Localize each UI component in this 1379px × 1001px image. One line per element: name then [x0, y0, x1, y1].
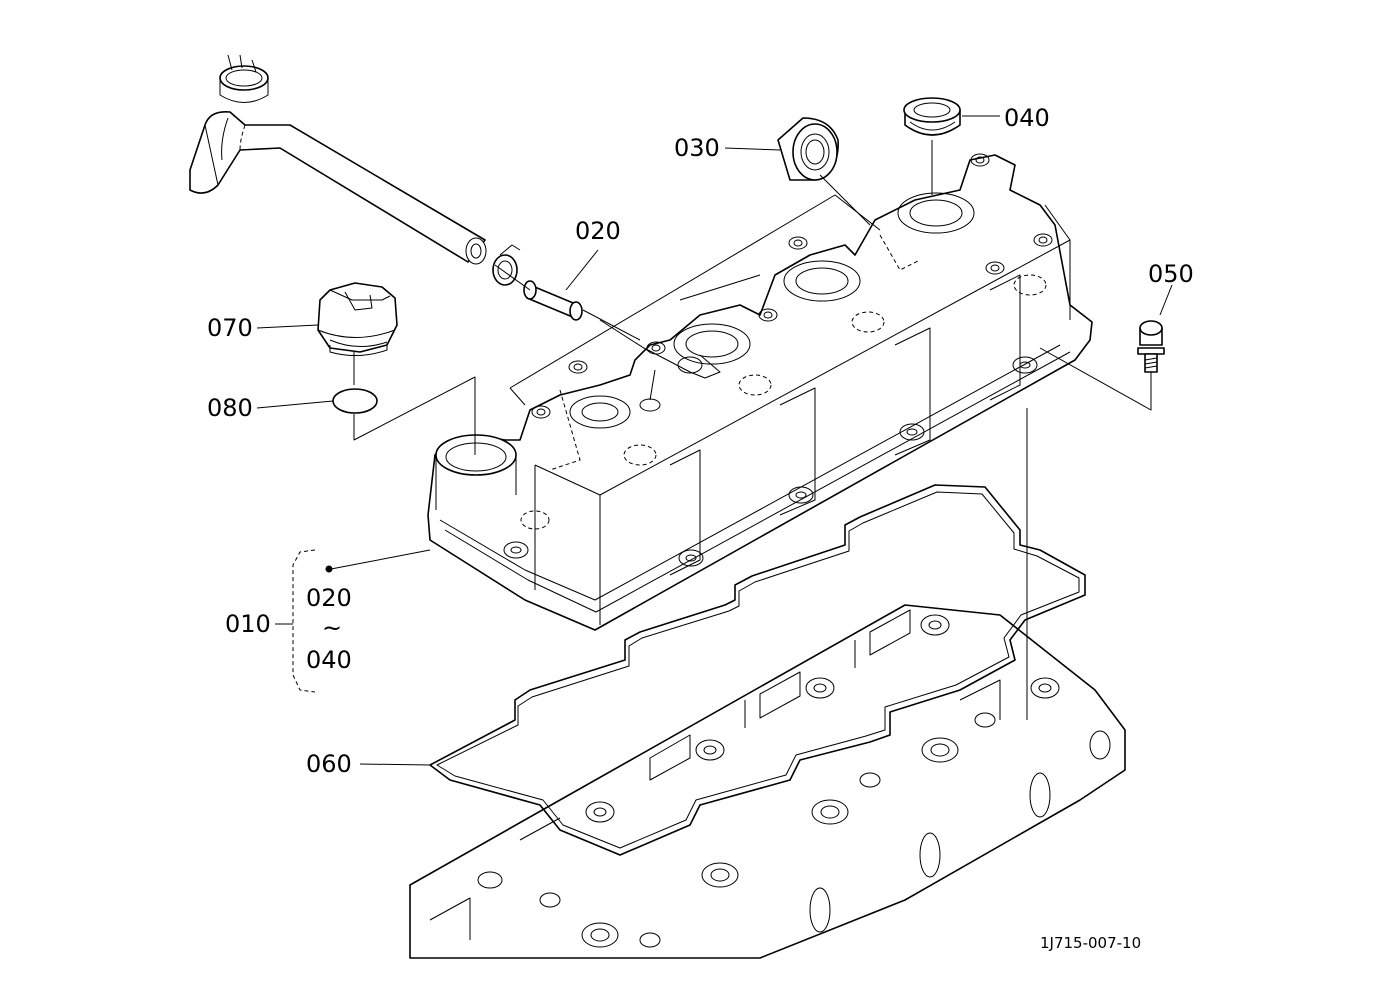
label-070: 070	[207, 314, 253, 342]
hose-clamp-top	[219, 54, 269, 103]
label-050: 050	[1148, 260, 1194, 288]
rocker-cover-010	[427, 153, 1093, 631]
label-020: 020	[575, 217, 621, 245]
label-030: 030	[674, 134, 720, 162]
label-040: 040	[1004, 104, 1050, 132]
gasket-060	[429, 484, 1086, 856]
label-060: 060	[306, 750, 352, 778]
bolt-050	[1137, 320, 1165, 373]
leader-lines	[256, 115, 1173, 766]
assembly-tilde: ~	[322, 614, 342, 642]
drawing-code: 1J715-007-10	[1040, 934, 1141, 952]
seal-030	[777, 117, 839, 181]
pipe-020	[523, 280, 641, 341]
seal-040	[903, 97, 961, 136]
oil-cap-070	[317, 282, 398, 356]
label-010: 010	[225, 610, 271, 638]
breather-hose	[189, 110, 487, 265]
assembly-to: 040	[306, 646, 352, 674]
assembly-bracket-010	[275, 549, 316, 693]
assembly-from: 020	[306, 584, 352, 612]
o-ring-080	[332, 388, 378, 414]
label-080: 080	[207, 394, 253, 422]
hose-clamp-lower	[492, 244, 521, 286]
cylinder-head	[409, 604, 1126, 959]
